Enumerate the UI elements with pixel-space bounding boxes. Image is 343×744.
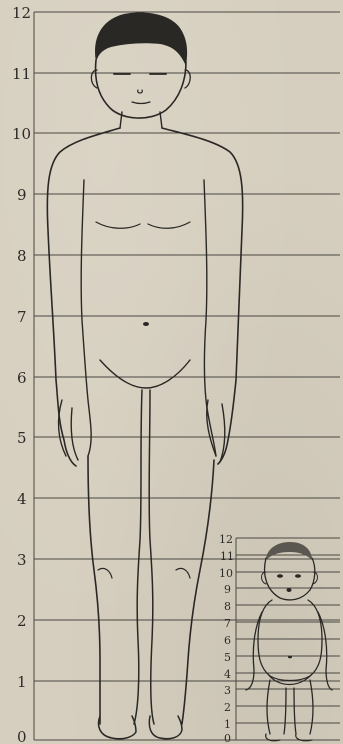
large-scale-label-12: 12 (12, 4, 31, 22)
large-scale-label-11: 11 (12, 65, 31, 83)
large-scale-label-6: 6 (17, 369, 27, 387)
small-scale-label-8: 8 (224, 600, 231, 613)
large-figure-right-arm (162, 128, 243, 464)
large-figure-left-inner-arm (81, 180, 91, 456)
small-scale-label-5: 5 (224, 651, 231, 664)
infant-figure-body (258, 600, 322, 681)
infant-figure-hip-curve (268, 674, 312, 685)
small-scale-grid (236, 538, 340, 740)
large-scale-label-2: 2 (17, 612, 27, 630)
infant-figure-right-arm (318, 612, 332, 690)
large-figure-right-inner-arm (204, 180, 216, 456)
small-scale-label-10: 10 (219, 567, 233, 580)
large-scale-label-10: 10 (12, 125, 31, 143)
large-scale-label-0: 0 (17, 728, 27, 744)
large-figure-head (96, 60, 186, 118)
small-scale-label-3: 3 (224, 684, 231, 697)
large-figure-right-leg (182, 460, 214, 724)
large-scale-label-5: 5 (17, 429, 27, 447)
large-figure-neck (120, 112, 162, 128)
infant-figure-navel (288, 656, 292, 659)
small-scale-label-11: 11 (220, 550, 234, 563)
infant-figure-hair (266, 542, 312, 560)
small-scale-label-12: 12 (219, 533, 233, 546)
large-figure-mouth (132, 102, 150, 104)
infant-figure-mouth (287, 588, 292, 592)
infant-figure-left-leg (267, 680, 286, 734)
large-scale-label-1: 1 (17, 673, 27, 691)
small-scale-labels: 12 11 10 9 8 7 6 5 4 3 2 1 0 (219, 533, 234, 744)
large-scale-label-7: 7 (17, 308, 27, 326)
small-scale-label-0: 0 (224, 732, 231, 744)
infant-figure-left-eye (277, 574, 283, 578)
large-scale-label-8: 8 (17, 247, 27, 265)
large-figure-left-leg (88, 456, 100, 724)
small-scale-label-9: 9 (224, 583, 231, 596)
large-figure-abdomen (100, 360, 190, 388)
small-scale-label-1: 1 (224, 718, 231, 731)
large-scale-grid (34, 12, 340, 740)
large-figure-nose (138, 90, 143, 93)
large-figure-navel (143, 322, 149, 326)
large-figure-left-foot (99, 716, 137, 739)
large-scale-labels: 12 11 10 9 8 7 6 5 4 3 2 1 0 (12, 4, 31, 744)
infant-figure-right-leg (294, 680, 313, 734)
large-figure-inner-legs (134, 390, 154, 724)
large-figure-hair (95, 13, 187, 66)
small-scale-label-4: 4 (224, 668, 231, 681)
large-figure-chest (96, 222, 190, 228)
large-figure-right-foot (149, 716, 182, 739)
small-scale-label-7: 7 (224, 617, 231, 630)
infant-figure-right-eye (295, 574, 301, 578)
large-scale-label-4: 4 (17, 490, 27, 508)
adult-child-figure (47, 13, 242, 739)
large-figure-knees (98, 568, 190, 578)
large-scale-label-3: 3 (17, 551, 27, 569)
small-scale-label-6: 6 (224, 634, 231, 647)
small-scale-label-2: 2 (224, 701, 231, 714)
infant-figure-head (265, 558, 315, 600)
large-scale-label-9: 9 (17, 186, 27, 204)
